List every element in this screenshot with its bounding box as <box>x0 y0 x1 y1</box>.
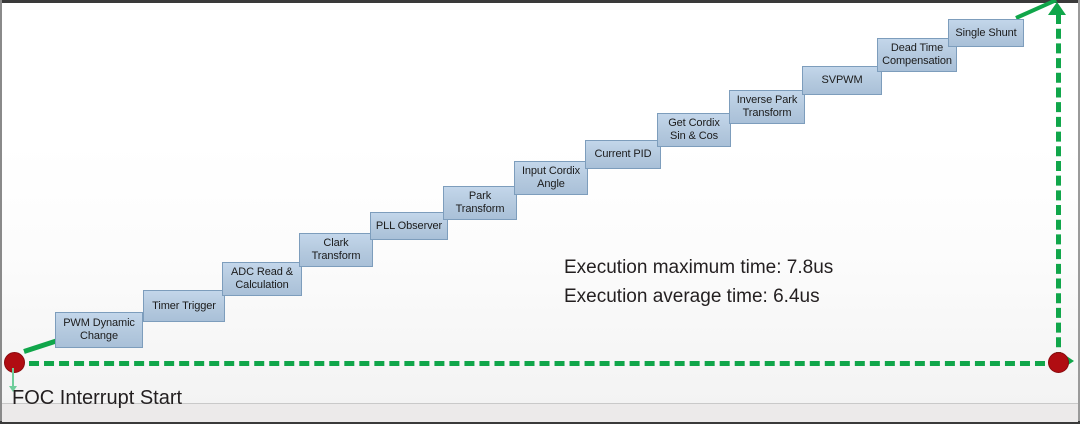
process-step-box[interactable]: Timer Trigger <box>143 290 225 322</box>
frame-border-right <box>1078 0 1080 424</box>
process-step-box[interactable]: Input Cordix Angle <box>514 161 588 195</box>
process-step-box[interactable]: SVPWM <box>802 66 882 95</box>
time-axis-dashed-line <box>14 361 1060 366</box>
frame-border-left <box>0 0 2 424</box>
process-step-box[interactable]: Single Shunt <box>948 19 1024 47</box>
process-step-box[interactable]: Clark Transform <box>299 233 373 267</box>
start-endpoint-dot <box>4 352 25 373</box>
process-step-box[interactable]: Current PID <box>585 140 661 169</box>
execution-max-time: Execution maximum time: 7.8us <box>564 257 834 278</box>
value-axis-arrowhead <box>1048 2 1066 15</box>
frame-border-top <box>0 0 1080 3</box>
value-axis-dashed-line <box>1056 14 1061 362</box>
process-step-box[interactable]: PWM Dynamic Change <box>55 312 143 348</box>
start-caption-pointer-head <box>9 386 17 392</box>
execution-stats: Execution maximum time: 7.8us Execution … <box>564 254 833 311</box>
foc-interrupt-start-label: FOC Interrupt Start <box>12 387 183 409</box>
process-step-box[interactable]: Get Cordix Sin & Cos <box>657 113 731 147</box>
footer-band <box>2 403 1078 422</box>
frame-border-bottom <box>0 421 1080 424</box>
execution-avg-time: Execution average time: 6.4us <box>564 285 820 307</box>
process-step-box[interactable]: PLL Observer <box>370 212 448 240</box>
process-step-box[interactable]: ADC Read & Calculation <box>222 262 302 296</box>
process-step-box[interactable]: Dead Time Compensation <box>877 38 957 72</box>
process-step-box[interactable]: Park Transform <box>443 186 517 220</box>
process-step-box[interactable]: Inverse Park Transform <box>729 90 805 124</box>
end-endpoint-dot <box>1048 352 1069 373</box>
start-caption-pointer <box>12 368 14 388</box>
